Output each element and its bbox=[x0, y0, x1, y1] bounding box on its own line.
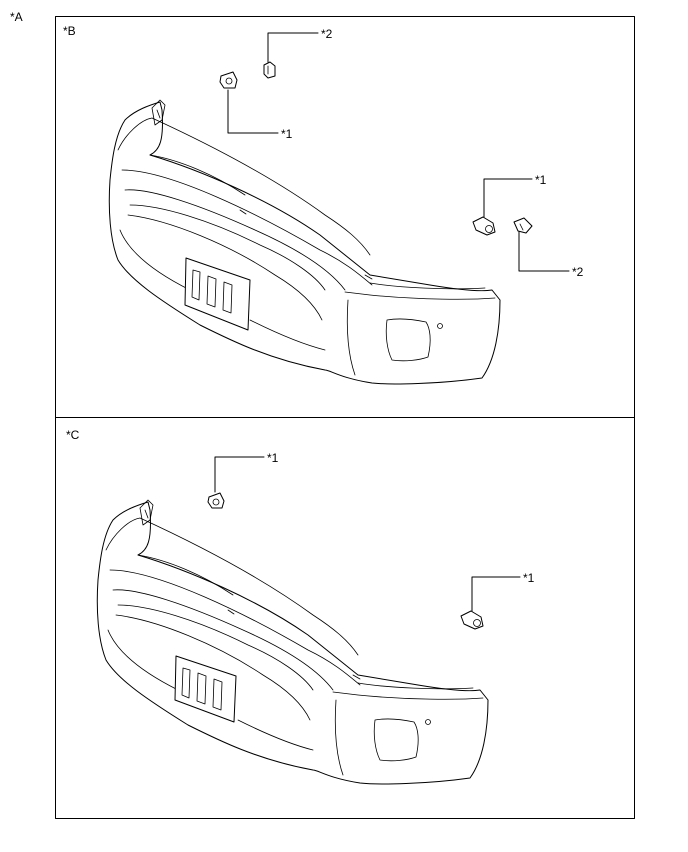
leader-line-1b-b bbox=[483, 178, 533, 218]
bumper-drawing-c bbox=[96, 499, 489, 785]
bumper-drawing-b bbox=[108, 99, 501, 385]
leader-line-2a-b bbox=[267, 32, 319, 63]
callout-2-right-b: *2 bbox=[572, 265, 584, 279]
figure-label: *A bbox=[10, 10, 23, 24]
leader-line-2b-b bbox=[518, 231, 570, 272]
clip-2-right-b bbox=[513, 217, 533, 234]
callout-1-upper-b: *1 bbox=[281, 127, 293, 141]
panel-frame-c bbox=[55, 417, 635, 819]
callout-1-upper-c: *1 bbox=[267, 451, 279, 465]
leader-line-1a-b bbox=[227, 89, 279, 134]
clip-1-upper-b bbox=[219, 71, 238, 89]
clip-1-upper-c bbox=[207, 492, 225, 509]
leader-line-1b-c bbox=[471, 576, 521, 612]
callout-1-right-c: *1 bbox=[523, 571, 535, 585]
panel-label-c: *C bbox=[66, 428, 80, 442]
clip-1-right-b bbox=[472, 216, 496, 236]
clip-1-right-c bbox=[460, 610, 484, 630]
callout-1-right-b: *1 bbox=[535, 173, 547, 187]
panel-label-b: *B bbox=[63, 24, 76, 38]
callout-2-upper-b: *2 bbox=[321, 27, 333, 41]
leader-line-1a-c bbox=[214, 456, 265, 493]
clip-2-upper-b bbox=[263, 61, 276, 79]
